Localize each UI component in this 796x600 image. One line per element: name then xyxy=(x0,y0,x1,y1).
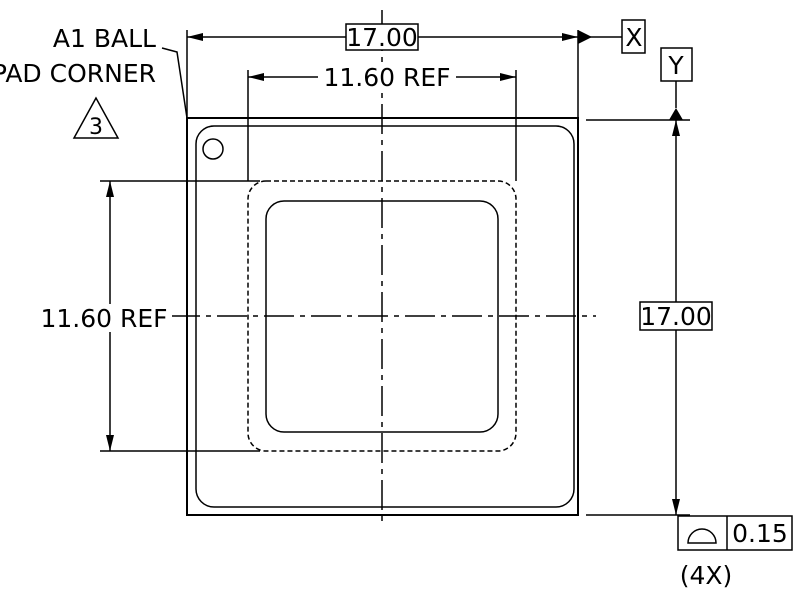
datum-x-triangle-icon xyxy=(578,30,592,44)
top-dimension-box xyxy=(345,23,419,51)
right-dimension-box xyxy=(639,301,713,331)
inner-top-dimension-mask xyxy=(318,62,456,90)
arrowhead-icon xyxy=(187,33,203,41)
a1-label-line2: PAD CORNER xyxy=(0,59,156,88)
arrowhead-icon xyxy=(248,73,264,81)
arrowhead-icon xyxy=(672,499,680,515)
note-number-text: 3 xyxy=(89,115,103,140)
left-dimension-mask xyxy=(44,304,172,332)
datum-y-text: Y xyxy=(667,51,684,80)
top-dimension-text: 17.00 xyxy=(346,23,418,52)
arrowhead-icon xyxy=(672,120,680,136)
a1-circle-marker-icon xyxy=(202,138,224,160)
a1-label-line1: A1 BALL xyxy=(53,24,156,53)
arrowhead-icon xyxy=(106,181,114,197)
arrowhead-icon xyxy=(106,435,114,451)
arrowhead-icon xyxy=(500,73,516,81)
tolerance-value-text: 0.15 xyxy=(732,519,788,548)
tolerance-frame xyxy=(677,515,793,551)
datum-y-triangle-icon xyxy=(669,108,683,120)
inner-top-dimension-text: 11.60 REF xyxy=(323,63,450,92)
multiplier-text: (4X) xyxy=(680,561,733,590)
datum-x-text: X xyxy=(625,23,642,52)
datum-x-box xyxy=(621,19,646,54)
a1-leader-line xyxy=(161,47,188,119)
left-dimension-text: 11.60 REF xyxy=(40,304,167,333)
arrowhead-icon xyxy=(562,33,578,41)
right-dimension-text: 17.00 xyxy=(640,302,712,331)
profile-of-surface-icon xyxy=(687,528,717,544)
note-triangle-icon xyxy=(72,96,120,139)
